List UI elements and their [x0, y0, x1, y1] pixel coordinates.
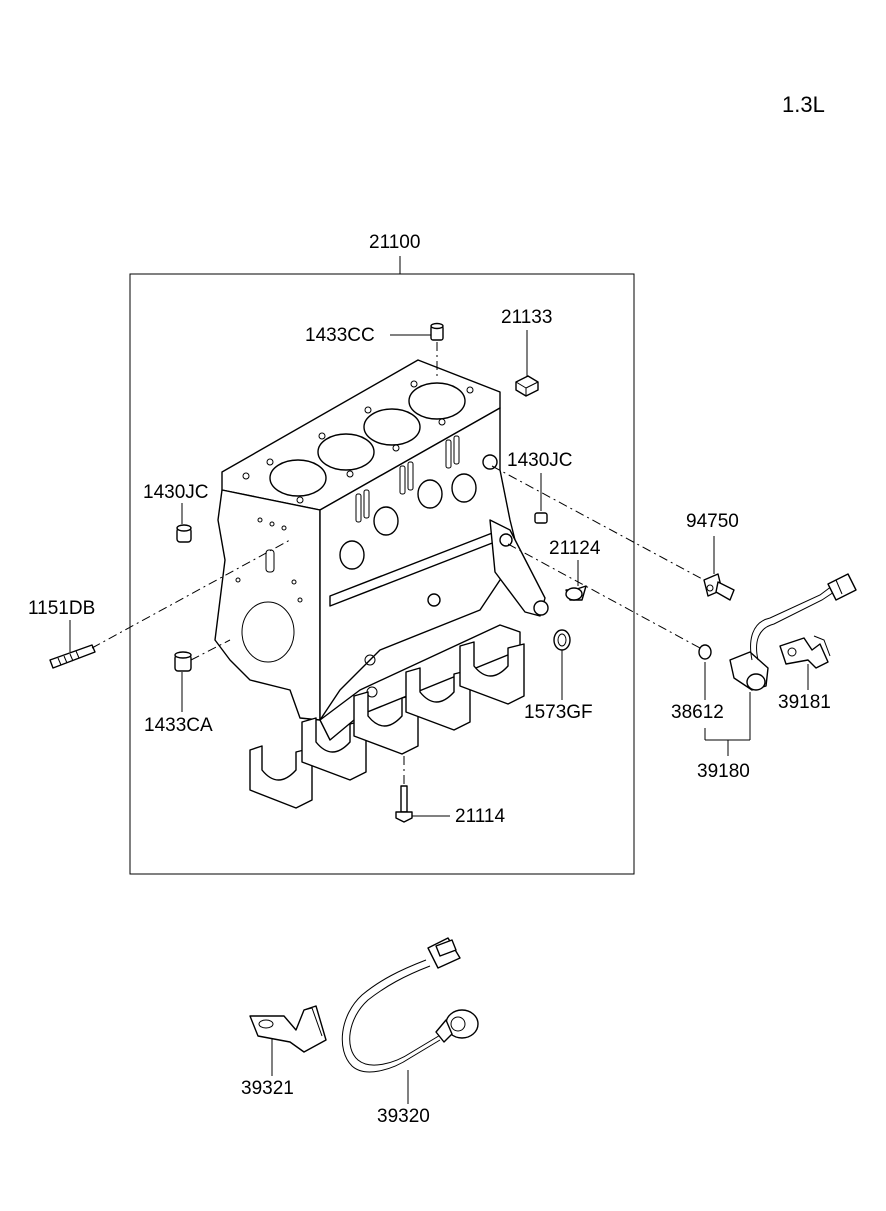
part-label-1433CA: 1433CA [144, 715, 213, 736]
part-label-39321: 39321 [241, 1078, 294, 1099]
part-label-21133: 21133 [501, 307, 553, 328]
dowel-1430JC-right [534, 512, 548, 524]
assembly-frame [129, 273, 635, 875]
bracket-39181 [779, 635, 831, 669]
dowel-1433CC [430, 322, 444, 341]
cylinder-block [214, 359, 549, 741]
part-label-39181: 39181 [778, 692, 831, 713]
bracket-39321 [249, 1005, 327, 1053]
engine-spec-label: 1.3L [782, 92, 825, 117]
part-label-21114: 21114 [455, 806, 506, 827]
part-label-39320: 39320 [377, 1106, 430, 1127]
part-label-1430JC-left: 1430JC [143, 482, 209, 503]
part-label-1573GF: 1573GF [524, 702, 593, 723]
part-label-38612: 38612 [671, 702, 724, 723]
sensor-39180 [729, 573, 857, 691]
oring-38612 [698, 644, 712, 660]
stud-1151DB [49, 644, 96, 669]
plug-21133 [515, 375, 539, 397]
part-label-1430JC-right: 1430JC [507, 450, 573, 471]
part-label-94750: 94750 [686, 511, 739, 532]
dowel-1430JC-left [176, 524, 192, 543]
dowel-1433CA [174, 651, 192, 672]
part-label-1433CC: 1433CC [305, 325, 375, 346]
part-label-1151DB: 1151DB [28, 598, 96, 619]
part-label-21124: 21124 [549, 538, 601, 559]
part-label-21100: 21100 [369, 232, 421, 253]
pin-21124 [565, 585, 587, 601]
bolt-21114 [395, 785, 413, 823]
switch-94750 [703, 573, 735, 601]
knock-sensor-39320 [341, 937, 479, 1073]
part-label-39180: 39180 [697, 761, 750, 782]
ring-1573GF [553, 629, 571, 651]
bearing-caps [249, 641, 525, 809]
